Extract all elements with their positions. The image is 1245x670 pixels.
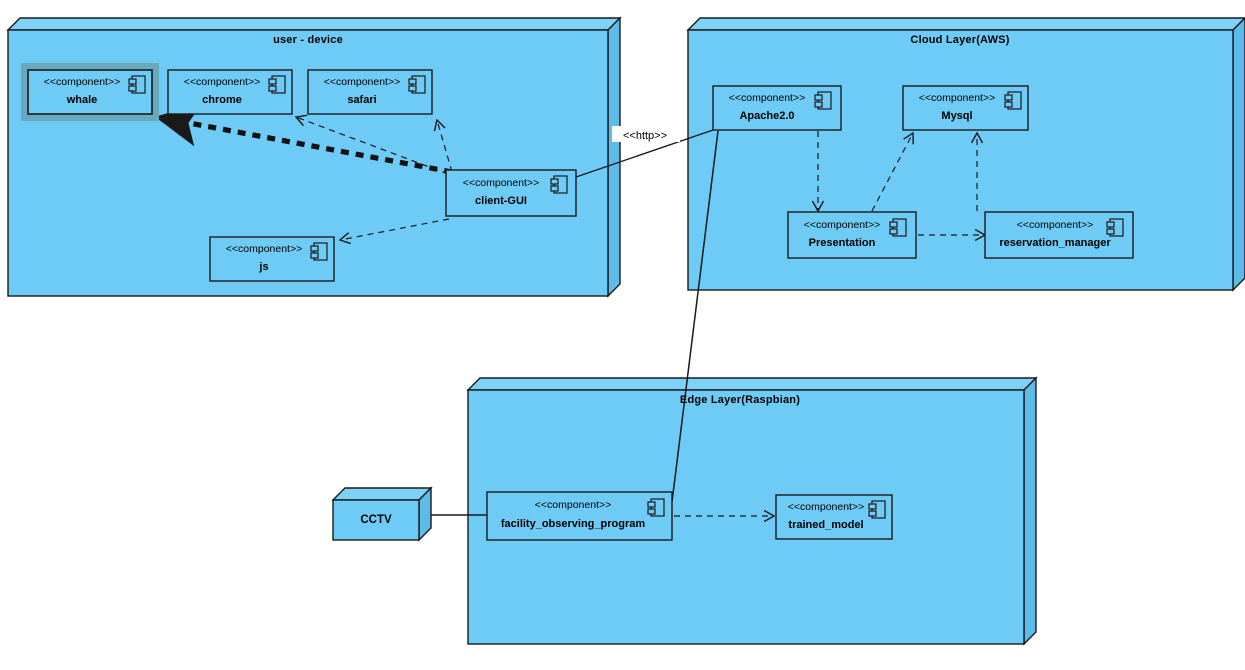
component-icon <box>408 75 426 94</box>
component-chrome[interactable] <box>167 69 293 115</box>
component-box <box>209 236 335 282</box>
component-box <box>307 69 433 115</box>
connector-clientgui-to-whale[interactable] <box>162 118 453 175</box>
device-cctv[interactable] <box>331 486 433 542</box>
connector-presentation-to-mysql[interactable] <box>871 131 914 212</box>
cctv-top-face <box>331 487 433 501</box>
component-icon <box>310 242 328 261</box>
component-client-gui[interactable] <box>445 169 577 217</box>
component-box <box>167 69 293 115</box>
node-cloud-layer[interactable] <box>686 17 1245 292</box>
component-box <box>27 69 153 115</box>
component-box <box>902 85 1029 131</box>
component-icon <box>1106 218 1124 237</box>
component-icon <box>889 218 907 237</box>
component-icon <box>550 175 568 194</box>
component-icon <box>1004 91 1022 110</box>
node-side-face <box>1023 376 1037 646</box>
component-mysql[interactable] <box>902 85 1029 131</box>
cctv-front-face <box>332 499 420 541</box>
connector-clientgui-to-apache[interactable] <box>575 128 717 178</box>
component-icon <box>814 91 832 110</box>
connector-clientgui-to-chrome[interactable] <box>294 114 449 175</box>
component-safari[interactable] <box>307 69 433 115</box>
node-top-face <box>686 17 1245 31</box>
node-top-face <box>6 17 622 31</box>
component-icon <box>268 75 286 94</box>
component-apache[interactable] <box>712 85 842 131</box>
node-top-face <box>466 377 1038 391</box>
http-label-mask <box>612 126 680 142</box>
component-reservation-manager[interactable] <box>984 211 1134 259</box>
node-side-face <box>607 16 621 298</box>
component-facility-observing-program[interactable] <box>486 491 673 541</box>
component-icon <box>647 498 665 517</box>
component-box <box>486 491 673 541</box>
node-front-face <box>687 29 1234 291</box>
component-presentation[interactable] <box>787 211 917 259</box>
component-icon <box>868 500 886 519</box>
component-trained-model[interactable] <box>775 494 893 540</box>
component-whale[interactable] <box>21 63 159 121</box>
connector-clientgui-to-js[interactable] <box>338 218 450 245</box>
node-side-face <box>1232 17 1245 292</box>
component-js[interactable] <box>209 236 335 282</box>
component-box <box>984 211 1134 259</box>
connector-clientgui-to-safari[interactable] <box>433 118 453 173</box>
connector-facility-to-apache[interactable] <box>671 130 719 503</box>
component-icon <box>128 75 146 94</box>
